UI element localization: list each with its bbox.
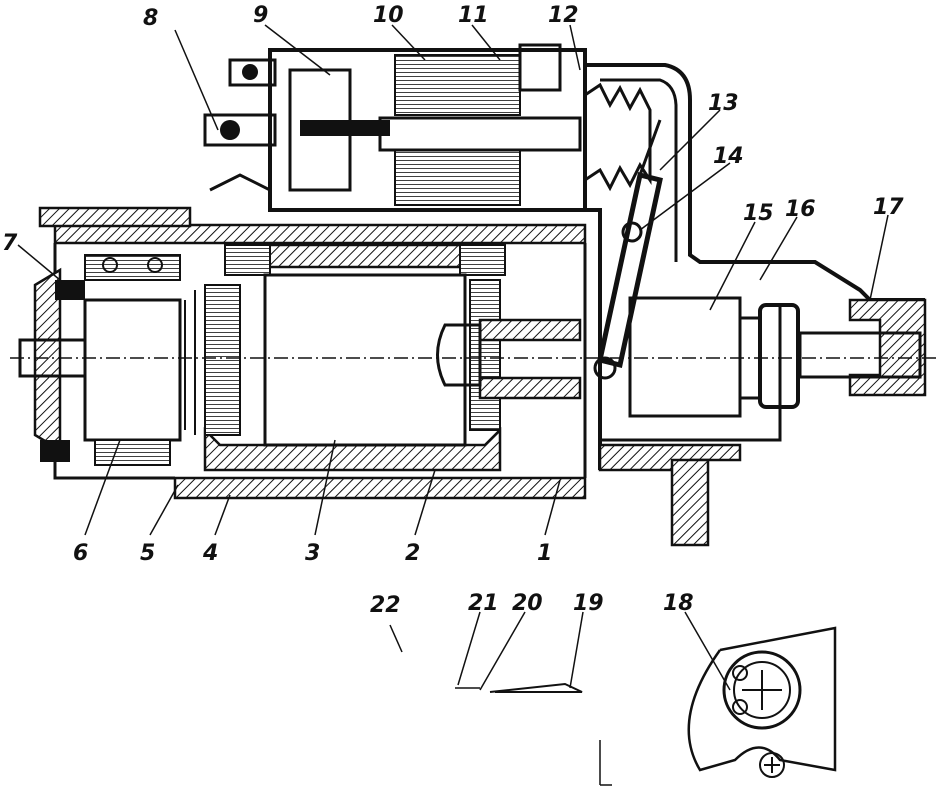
- field-poles: [203, 243, 506, 472]
- callout-11: 11: [458, 3, 489, 28]
- callout-22: 22: [370, 593, 401, 618]
- leader-lines: [17, 24, 889, 691]
- callout-8: 8: [143, 6, 158, 31]
- callout-20: 20: [512, 591, 543, 616]
- callout-2: 2: [405, 541, 420, 566]
- callout-15: 15: [743, 201, 774, 226]
- callout-6: 6: [73, 541, 88, 566]
- callout-1: 1: [537, 541, 552, 566]
- callout-9: 9: [253, 3, 268, 28]
- callout-16: 16: [785, 197, 816, 222]
- callout-10: 10: [373, 3, 404, 28]
- callout-3: 3: [305, 541, 320, 566]
- callout-18: 18: [663, 591, 694, 616]
- armature: [184, 273, 501, 447]
- callout-5: 5: [140, 541, 155, 566]
- callout-12: 12: [548, 3, 579, 28]
- brush-holder-inset: [455, 626, 837, 786]
- motor-yoke: [38, 206, 587, 500]
- callout-14: 14: [713, 144, 744, 169]
- commutator-end: [33, 254, 182, 466]
- callout-13: 13: [708, 91, 739, 116]
- callout-19: 19: [573, 591, 604, 616]
- solenoid-relay: [203, 43, 652, 212]
- shaft: [10, 318, 940, 400]
- callout-4: 4: [202, 541, 218, 566]
- callout-7: 7: [2, 231, 18, 256]
- overrunning-clutch: [628, 296, 800, 418]
- callout-21: 21: [468, 591, 499, 616]
- callout-17: 17: [873, 195, 904, 220]
- callout-labels: 1 2 3 4 5 6 7 8 9 10 11 12 13 14 15 16 1…: [2, 3, 904, 618]
